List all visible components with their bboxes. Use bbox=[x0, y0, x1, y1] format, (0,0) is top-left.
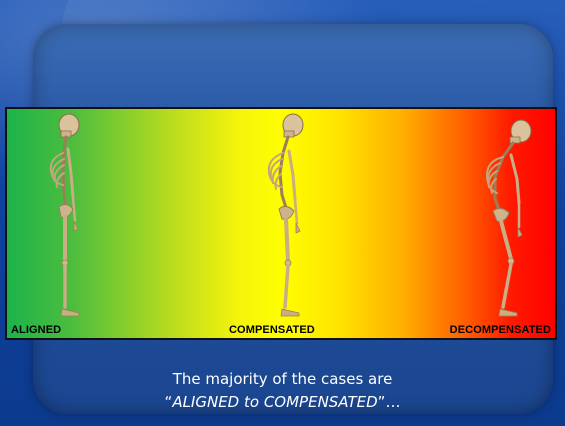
caption-emphasis: ALIGNED to COMPENSATED bbox=[172, 393, 377, 411]
stooped-skeleton-icon bbox=[473, 111, 543, 323]
stage-label-aligned: ALIGNED bbox=[11, 324, 61, 336]
upright-skeleton-icon bbox=[35, 111, 95, 323]
slightly-bent-skeleton-icon bbox=[255, 111, 317, 323]
posture-gradient-band: ALIGNED COMPENSATED DECOMPENSATED bbox=[5, 107, 557, 340]
caption-line-1: The majority of the cases are bbox=[0, 370, 565, 388]
caption-line-2: “ALIGNED to COMPENSATED”… bbox=[0, 393, 565, 411]
stage-label-decompensated: DECOMPENSATED bbox=[450, 324, 551, 336]
stage-label-compensated: COMPENSATED bbox=[229, 324, 315, 336]
caption-close-quote: ”… bbox=[378, 393, 401, 411]
